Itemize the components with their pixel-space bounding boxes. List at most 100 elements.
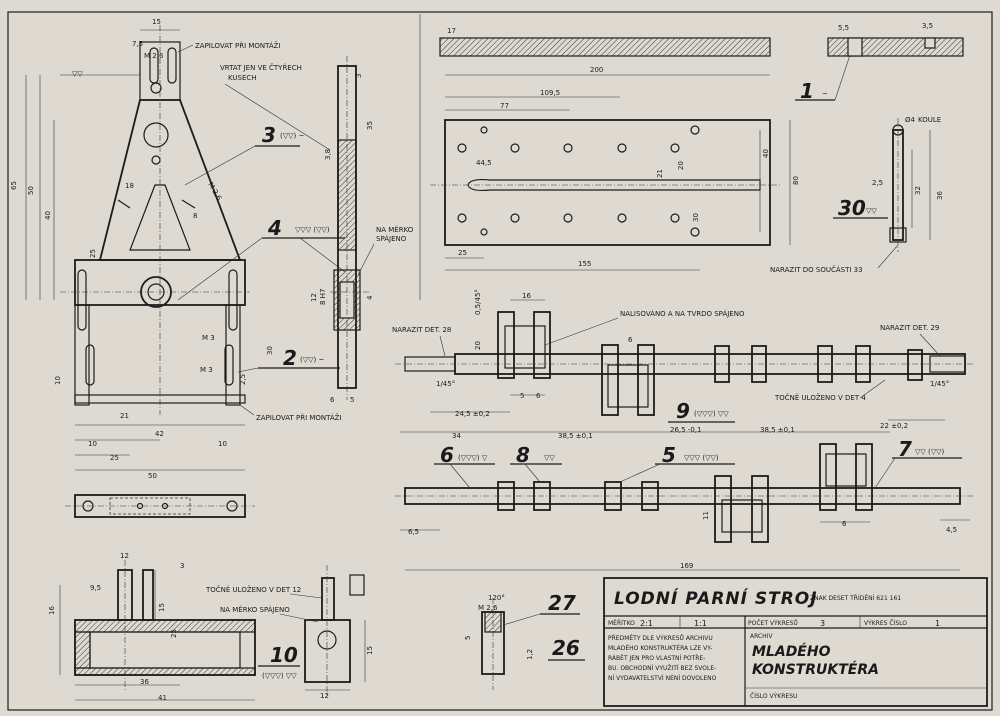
- pin-parts-26-27: 120° M 2,6 5 1,2 27 26: [464, 591, 585, 690]
- dim-40v: 40: [44, 211, 52, 220]
- dim-6-5: 6,5: [408, 528, 419, 536]
- part-number-5: 5: [662, 443, 676, 467]
- drawing-title: LODNÍ PARNÍ STROJ: [614, 587, 818, 609]
- dim-m3a: M 3: [202, 334, 215, 342]
- note-koule: KOULE: [918, 116, 941, 124]
- part-number-4: 4: [267, 216, 282, 240]
- dim-6b: 6: [628, 336, 633, 344]
- dim-155: 155: [578, 260, 591, 268]
- note-narazit-29: NARAZIT DET. 29: [880, 324, 939, 332]
- dim-15c: 15: [366, 646, 374, 655]
- dim-25b: 25: [458, 249, 467, 257]
- dim-6d: 6: [842, 520, 847, 528]
- dim-9-5: 9,5: [90, 584, 101, 592]
- note-tocne-4: TOČNĚ ULOŽENO V DET 4: [774, 393, 866, 402]
- dim-3: 3: [355, 74, 363, 78]
- pocet-label: POČET VÝKRESŮ: [748, 620, 798, 627]
- scale-2: 1:1: [694, 619, 707, 628]
- part-number-3: 3: [262, 123, 276, 147]
- dim-16b: 16: [48, 606, 56, 615]
- dim-65: 65: [10, 181, 18, 190]
- dim-36b: 36: [140, 678, 149, 686]
- dim-3-5: 3,5: [922, 22, 933, 30]
- dim-80: 80: [792, 176, 800, 185]
- dim-12c: 12: [320, 692, 329, 700]
- dim-41: 41: [158, 694, 167, 702]
- dim-12b: 12: [120, 552, 129, 560]
- dim-120: 120°: [488, 594, 505, 602]
- dim-20: 20: [677, 161, 685, 170]
- link-bar: [65, 494, 255, 518]
- dim-20b: 20: [474, 341, 482, 350]
- dim-10a: 10: [88, 440, 97, 448]
- dim-5c: 5: [464, 636, 472, 640]
- crankshaft-lower: 169 6,5 4,5 11 6: [395, 443, 975, 571]
- note-zapilovat-top: ZAPILOVAT PŘI MONTÁŽI: [195, 41, 281, 50]
- guide-part-10: 12 15 TOČNĚ ULOŽENO V DET 12 NA MĚRKO SP…: [205, 565, 374, 700]
- surface-symbol-9: (▽▽▽) ▽▽: [694, 410, 729, 418]
- notice-line-4: BU. OBCHODNÍ VYUŽITÍ BEZ SVOLE-: [608, 664, 716, 672]
- dim-21b: 21: [656, 169, 664, 178]
- dim-25c: 25: [170, 629, 178, 638]
- part-label-9: 9 (▽▽▽) ▽▽: [668, 399, 735, 423]
- dim-10v: 10: [54, 376, 62, 385]
- dim-6c: 6: [536, 392, 541, 400]
- surface-symbol-2: (▽▽) ~: [300, 356, 324, 364]
- dim-50v: 50: [27, 186, 35, 195]
- surface-symbol-30: ▽▽: [866, 207, 877, 215]
- bracket-side-view: NA MĚRKO SPÁJENO 3 35 3,8 12 8 H7 4 5 6: [310, 56, 414, 404]
- dim-109-5: 109,5: [540, 89, 560, 97]
- archiv-name-2: KONSTRUKTÉRA: [752, 661, 879, 678]
- dim-38-5b: 38,5 ±0,1: [760, 426, 795, 434]
- scale-1: 2:1: [640, 619, 653, 628]
- part-number-9: 9: [676, 399, 690, 423]
- part-number-10: 10: [270, 643, 298, 667]
- dim-m3b: M 3: [200, 366, 213, 374]
- note-spajeno: SPÁJENO: [376, 234, 407, 243]
- surface-symbol-6: (▽▽▽) ▽: [458, 454, 488, 462]
- dim-42: 42: [155, 430, 164, 438]
- part-number-1: 1: [800, 79, 814, 103]
- bracket-front-view: [25, 25, 250, 471]
- surface-symbol-top: ▽▽: [72, 70, 83, 78]
- notice-line-1: PŘEDMĚTY DLE VÝKRESŮ ARCHIVU: [608, 634, 713, 642]
- part-number-30: 30: [838, 196, 866, 220]
- crankshaft-upper: 16 0,5/45° 20 1/45° 1/45° 24,5 ±0,2 34 3…: [395, 289, 975, 440]
- dim-5-5: 5,5: [838, 24, 849, 32]
- note-vrtat: VRTAT JEN VE ČTYŘECH: [220, 63, 302, 72]
- dim-4: 4: [366, 295, 374, 300]
- dim-24-5: 24,5 ±0,2: [455, 410, 490, 418]
- note-na-merko-spajeno: NA MĚRKO SPÁJENO: [220, 605, 290, 614]
- archiv-label: ARCHIV: [750, 633, 773, 640]
- surface-symbol-1: ~: [822, 90, 828, 98]
- bracket-notes: ZAPILOVAT PŘI MONTÁŽI VRTAT JEN VE ČTYŘE…: [72, 41, 342, 422]
- dim-1-45b: 1/45°: [930, 380, 949, 388]
- dim-25: 25: [110, 454, 119, 462]
- sheet-border: [7, 11, 993, 711]
- dim-0-5-45: 0,5/45°: [474, 289, 482, 315]
- dim-12: 12: [310, 293, 318, 302]
- dim-8: 8: [193, 212, 197, 220]
- dim-44-5: 44,5: [476, 159, 492, 167]
- plate-section-view: 5,5 3,5: [827, 22, 964, 57]
- note-narazit-28: NARAZIT DET. 28: [392, 326, 451, 334]
- part-number-27: 27: [548, 591, 576, 615]
- dim-30: 30: [266, 346, 274, 355]
- dim-77: 77: [500, 102, 509, 110]
- surface-symbol-7: ▽▽ (▽▽): [915, 448, 944, 456]
- dim-3b: 3: [180, 562, 184, 570]
- note-narazit-33: NARAZIT DO SOUČÁSTI 33: [770, 265, 863, 274]
- part-number-8: 8: [516, 443, 530, 467]
- part-label-7: 7 ▽▽ (▽▽): [874, 437, 962, 489]
- dim-36: 36: [936, 191, 944, 200]
- dim-m26: M 2,6: [144, 52, 164, 60]
- part-label-1: 1 ~: [795, 54, 851, 103]
- vykres-label: VÝKRES ČÍSLO: [864, 620, 907, 627]
- notice-line-3: RÁBĚT JEN PRO VLASTNÍ POTŘE-: [608, 654, 705, 662]
- part-number-6: 6: [440, 443, 454, 467]
- part-number-26: 26: [552, 636, 580, 660]
- archiv-name-1: MLADÉHO: [752, 643, 831, 660]
- dim-5b: 5: [520, 392, 524, 400]
